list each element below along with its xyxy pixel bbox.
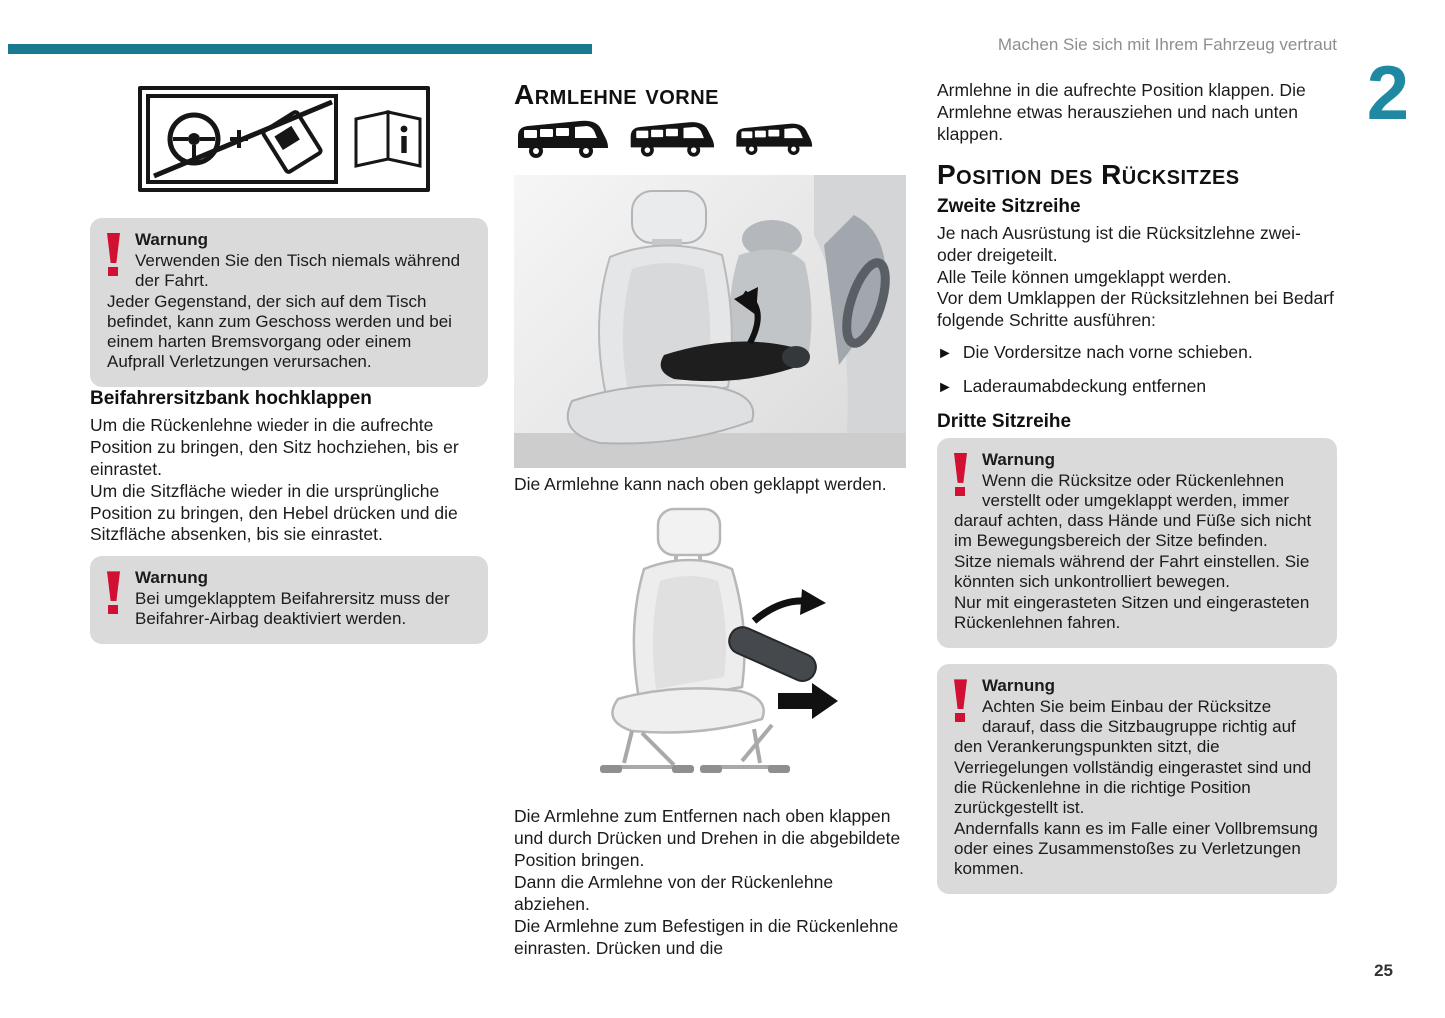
body-text: Um die Rückenlehne wieder in die aufrech… [90,415,459,479]
action-list: ► Die Vordersitze nach vorne schieben. ►… [937,342,1337,398]
warning-exclamation-icon [954,679,969,723]
body-text: Die Armlehne zum Entfernen nach oben kla… [514,806,901,871]
body-text: Je nach Ausrüstung ist die Rücksitzlehne… [937,222,1301,265]
warning-text: Achten Sie beim Einbau der Rücksitze dar… [954,697,1312,817]
warning-box-ruecksitze: Warnung Wenn die Rücksitze oder Rückenle… [937,437,1337,649]
warning-exclamation-icon [107,571,122,615]
body-text: Vor dem Umklappen der Rücksitzlehnen bei… [937,288,1334,331]
van-icon [736,124,813,156]
page-number: 25 [1374,961,1393,980]
warning-text: Sitze niemals während der Fahrt einstell… [954,552,1310,592]
body-text: Alle Teile können umgeklappt werden. [937,266,1232,287]
warning-title: Warnung [982,676,1056,696]
van-icon [630,122,715,157]
front-armrest-illustration [514,175,906,469]
warning-exclamation-icon [954,452,969,497]
list-item-text: Die Vordersitze nach vorne schieben. [962,342,1253,363]
remove-arrow-right [778,683,838,720]
subsection-heading-beifahrersitzbank: Beifahrersitzbank hochklappen [90,388,372,410]
section-heading-position-ruecksitz: Position des Rücksitzes [937,158,1240,190]
warning-text: Nur mit eingerasteten Sitzen und eingera… [954,593,1310,633]
body-text: Um die Sitzfläche wieder in die ursprüng… [90,480,458,545]
chapter-number: 2 [1366,51,1409,136]
chapter-accent-bar [8,44,592,54]
open-book-info-icon [354,110,422,168]
right-column: Armlehne in die aufrechte Position klapp… [937,80,1337,894]
warning-box-airbag: Warnung Bei umgeklapptem Beifahrersitz m… [90,556,488,645]
subsection-heading-dritte-sitzreihe: Dritte Sitzreihe [937,411,1072,433]
body-text: Die Armlehne zum Befestigen in die Rücke… [514,915,899,958]
running-header: Machen Sie sich mit Ihrem Fahrzeug vertr… [997,35,1337,54]
prohibition-slash [153,99,333,179]
subsection-heading-zweite-sitzreihe: Zweite Sitzreihe [937,196,1081,218]
list-item: ► Laderaumabdeckung entfernen [937,376,1337,398]
section-heading-armlehne-vorne: Armlehne vorne [514,79,720,110]
warning-text: Wenn die Rücksitze oder Rückenlehnen ver… [954,470,1312,551]
warning-exclamation-icon [107,233,122,277]
left-column: Warnung Verwenden Sie den Tisch niemals … [90,80,488,645]
remove-arrow-up [751,589,826,624]
body-text: Armlehne in die aufrechte Position klapp… [937,80,1306,144]
warning-box-einbau: Warnung Achten Sie beim Einbau der Rücks… [937,664,1337,894]
warning-text: Andernfalls kann es im Falle einer Vollb… [954,818,1318,878]
steering-wheel-icon [167,112,221,166]
armrest [660,341,810,382]
warning-text: Bei umgeklapptem Beifahrersitz muss der … [135,589,450,629]
figure-caption: Die Armlehne kann nach oben geklappt wer… [514,474,887,495]
no-table-while-driving-pictogram [138,86,430,192]
warning-title: Warnung [982,449,1056,469]
armrest [728,626,817,683]
arrow-bullet-icon: ► [937,345,953,363]
list-item-text: Laderaumabdeckung entfernen [962,376,1207,397]
warning-title: Warnung [135,230,209,249]
middle-column: Armlehne vorne [514,80,906,959]
steering-wheel [842,258,890,349]
warning-box-table: Warnung Verwenden Sie den Tisch niemals … [90,218,488,388]
body-text: Dann die Armlehne von der Rückenlehne ab… [514,871,834,914]
fold-up-arrow [734,287,761,345]
warning-text: Jeder Gegenstand, der sich auf dem Tisch… [107,292,452,372]
van-icon [518,121,608,159]
vehicle-variant-icons [514,117,906,161]
list-item: ► Die Vordersitze nach vorne schieben. [937,342,1337,364]
warning-title: Warnung [135,568,209,588]
removable-armrest-illustration [514,504,906,806]
warning-text: Verwenden Sie den Tisch niemals während … [135,251,461,291]
arrow-bullet-icon: ► [937,379,953,397]
pictogram-graphic [146,94,422,184]
